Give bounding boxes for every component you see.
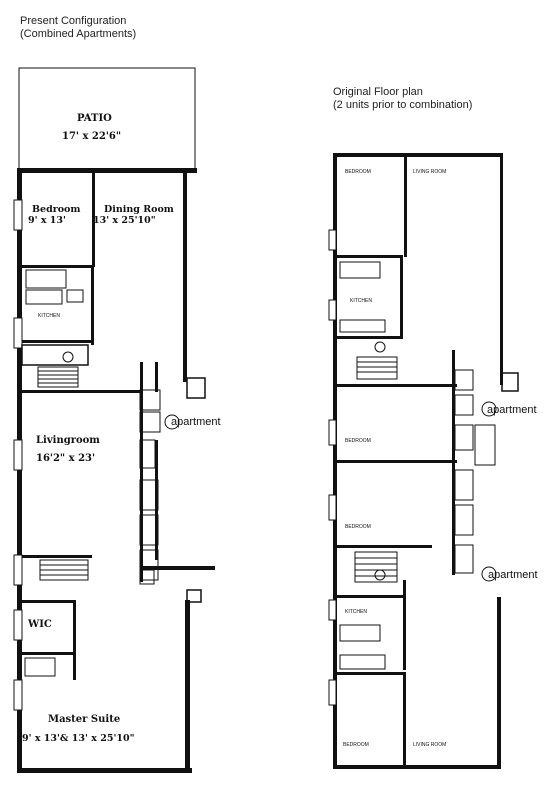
r-mid-divider-2 (337, 545, 432, 548)
r-window-6 (328, 679, 337, 706)
toilet-icon (62, 351, 74, 363)
living-name: Livingroom (36, 435, 100, 446)
apartment-marker-right-2 (481, 566, 497, 582)
r-bottom-kitchen-label: KITCHEN (345, 609, 367, 615)
window-west-3 (13, 439, 23, 471)
stairs-lower (39, 559, 89, 581)
r-top-kitchen-appliance (339, 319, 386, 333)
kitchen-bottom-wall (22, 340, 94, 343)
r-bottom-bedroom-east (403, 672, 406, 765)
kitchen-label: KITCHEN (38, 313, 60, 319)
master-dims: 9' x 13'& 13' x 25'10" (22, 733, 135, 744)
r-bottom-bedroom-top (337, 672, 403, 675)
left-outer-wall-east-upper (183, 172, 187, 382)
r-mid-bedroom-1-label: BEDROOM (345, 438, 371, 444)
kitchen-top-wall (22, 265, 94, 268)
right-plan-title-line1: Original Floor plan (333, 86, 423, 98)
kitchen-sink (66, 289, 84, 303)
patio-name: PATIO (77, 113, 112, 124)
r-mid-divider-1 (337, 460, 457, 463)
closet-column (139, 362, 206, 582)
r-bottom-kitchen-counter (339, 624, 381, 642)
apartment-label-right-2: apartment (488, 569, 538, 581)
lower-east-stub (140, 566, 215, 570)
right-top-wall (333, 153, 503, 157)
window-west-4 (13, 554, 23, 586)
r-window-5 (328, 599, 337, 621)
r-top-divider (404, 157, 407, 257)
left-plan-title-line1: Present Configuration (20, 15, 127, 27)
lower-closet (139, 569, 155, 585)
bath-outline (21, 344, 89, 366)
r-stairs-lower (354, 551, 398, 583)
wic-top-wall (22, 600, 76, 603)
left-bottom-wall (17, 768, 192, 773)
dining-dims: 13' x 25'10" (93, 215, 156, 226)
master-name: Master Suite (48, 714, 120, 725)
window-west-2 (13, 317, 23, 349)
apartment-label-left: apartment (171, 416, 221, 428)
right-plan-title-line2: (2 units prior to combination) (333, 99, 473, 111)
left-plan-title-line2: (Combined Apartments) (20, 28, 137, 40)
window-west-1 (13, 199, 23, 231)
r-top-living-label: LIVING ROOM (413, 169, 446, 175)
r-bottom-toilet-icon (374, 569, 386, 581)
r-stairs-upper (356, 356, 398, 380)
r-window-3 (328, 419, 337, 446)
bedroom-dims: 9' x 13' (28, 215, 66, 226)
left-top-wall (17, 168, 197, 173)
left-floor-plan: KITCHEN apartment (13, 67, 221, 773)
bedroom-dining-divider (92, 172, 95, 267)
master-bath-fixture (24, 657, 56, 677)
r-window-2 (328, 299, 337, 321)
r-bottom-bedroom-label: BEDROOM (343, 742, 369, 748)
patio-dims: 17' x 22'6" (62, 131, 121, 142)
wic-east-wall (73, 600, 76, 680)
master-top-wall (22, 555, 92, 558)
right-floor-plan: apartment apartment BEDROOM LIVING ROOM … (328, 153, 538, 769)
kitchen-counter (25, 269, 67, 289)
r-bottom-divider (403, 580, 406, 670)
right-east-wall-lower (497, 597, 501, 769)
living-top-wall (22, 390, 140, 393)
left-outer-wall-east-lower (185, 600, 190, 773)
r-top-bath-top (337, 336, 403, 339)
r-window-4 (328, 494, 337, 521)
r-bottom-living-label: LIVING ROOM (413, 742, 446, 748)
r-window-1 (328, 229, 337, 251)
wic-name: WIC (27, 619, 52, 630)
r-top-toilet-icon (374, 341, 386, 353)
apartment-marker-right-1 (481, 401, 497, 417)
stairs-upper (37, 366, 79, 388)
r-top-kitchen-label: KITCHEN (350, 298, 372, 304)
r-top-kitchen-top (337, 255, 403, 258)
left-plan-title: Present Configuration (Combined Apartmen… (20, 15, 136, 41)
bedroom-name: Bedroom (32, 204, 80, 215)
r-bottom-kitchen-appliance (339, 654, 386, 670)
apartment-label-right-1: apartment (487, 404, 537, 416)
r-top-kitchen-east (400, 258, 403, 338)
r-closet-column (452, 350, 519, 575)
right-west-wall (333, 153, 337, 769)
right-east-wall-upper (500, 155, 503, 385)
kitchen-appliance (25, 289, 63, 305)
apartment-marker-left (164, 414, 180, 430)
r-top-kitchen-counter (339, 261, 381, 279)
living-dims: 16'2" x 23' (36, 453, 95, 464)
window-west-5 (13, 609, 23, 641)
window-west-6 (13, 679, 23, 711)
kitchen-east-wall (91, 265, 94, 345)
r-upper-corridor-wall (337, 384, 457, 387)
r-bottom-kitchen-top (337, 595, 403, 598)
dining-name: Dining Room (104, 204, 174, 215)
r-top-bedroom-label: BEDROOM (345, 169, 371, 175)
right-bottom-wall (333, 765, 500, 769)
lower-east-door (186, 589, 202, 603)
r-mid-bedroom-2-label: BEDROOM (345, 524, 371, 530)
wic-bottom-wall (22, 652, 76, 655)
right-plan-title: Original Floor plan (2 units prior to co… (333, 86, 472, 112)
